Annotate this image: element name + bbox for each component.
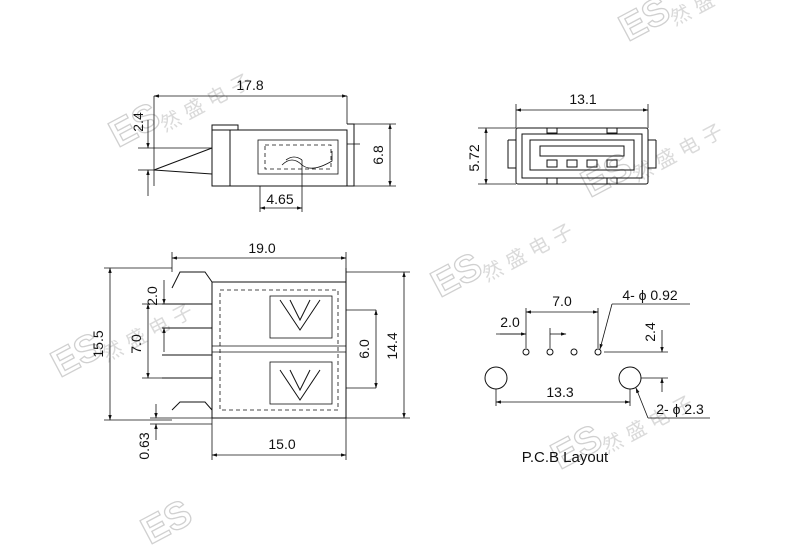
pcb-mount-hole	[484, 366, 508, 390]
side-pin-offset-label: 2.4	[130, 112, 146, 132]
side-length-label: 17.8	[236, 77, 263, 93]
watermark-chinese: 然 盛 电 子	[98, 299, 197, 367]
pcb-pin-hole	[546, 348, 554, 356]
pcb-pin-hole	[594, 348, 602, 356]
pcb-offset-label: 2.4	[642, 322, 658, 342]
pcb-post-spacing-label: 13.3	[546, 384, 573, 400]
pcb-caption: P.C.B Layout	[522, 449, 609, 466]
front-width-label: 13.1	[569, 91, 596, 107]
side-depth-label: 4.65	[266, 191, 293, 207]
pcb-pin-hole	[570, 348, 578, 356]
pcb-span-label: 7.0	[552, 293, 572, 309]
watermark-brand: ES	[135, 492, 199, 546]
top-offset-label: 0.63	[136, 432, 152, 459]
top-inner-spacing-label: 6.0	[356, 339, 372, 359]
pcb-layout: 2.0 7.0 4- ϕ 0.92 2.4 13.3 2- ϕ 2.3 P.C.…	[484, 287, 710, 466]
top-height-label: 15.5	[90, 330, 106, 357]
watermark-group: ES 然 盛 电 子 ES 然 盛 电 子 ES 然 盛 电 子 ES 然 盛 …	[44, 0, 765, 546]
top-body-height-label: 14.4	[384, 332, 400, 359]
pcb-hole-spec-label: 4- ϕ 0.92	[622, 287, 678, 303]
watermark-brand: ES	[545, 417, 609, 478]
watermark-brand: ES	[575, 145, 639, 206]
side-view: 17.8 2.4 6.8 4.65	[130, 77, 396, 212]
front-view: 13.1 5.72	[466, 91, 657, 185]
top-width-label: 19.0	[248, 240, 275, 256]
watermark-brand: ES	[425, 245, 489, 306]
top-view: 19.0 15.5 2.0 7.0 14.4 6.0 15.0 0.6	[90, 240, 410, 460]
top-pin-pitch-label: 2.0	[144, 286, 160, 306]
watermark-chinese: 然 盛 电 子	[666, 0, 765, 30]
pcb-mount-hole	[618, 366, 642, 390]
front-height-label: 5.72	[466, 144, 482, 171]
pcb-post-spec-label: 2- ϕ 2.3	[656, 401, 704, 417]
watermark-chinese: 然 盛 电 子	[628, 119, 727, 187]
top-pin-span-label: 7.0	[128, 334, 144, 354]
watermark-chinese: 然 盛 电 子	[478, 219, 577, 287]
pcb-pin-hole	[522, 348, 530, 356]
pcb-pitch-label: 2.0	[500, 314, 520, 330]
side-height-label: 6.8	[370, 145, 386, 165]
top-base-width-label: 15.0	[268, 436, 295, 452]
